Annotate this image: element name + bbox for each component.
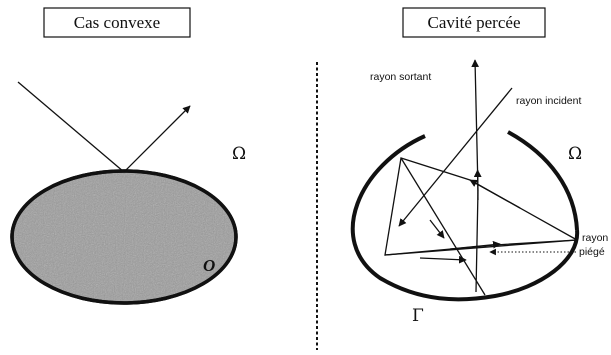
left-panel: Cas convexe O Ω [10,7,246,305]
obstacle-outline [10,169,238,305]
trapped-ray-arrow-c [449,240,501,250]
right-domain-label: Ω [568,144,582,164]
trapped-ray-arrow-b [429,219,445,239]
chord-2 [384,239,578,256]
chord-3 [419,255,467,264]
outgoing-ray-label: rayon sortant [370,71,431,83]
cavity-wall-left [350,134,580,302]
chord-1 [400,157,486,296]
left-title: Cas convexe [74,13,160,32]
right-title: Cavité percée [428,13,521,32]
right-panel: Cavité percée rayon sortant rayon incide… [350,7,608,326]
trapped-ray-arrow-a [469,179,521,209]
incoming-ray-label: rayon incident [516,95,581,107]
left-title-box [43,7,191,38]
boundary-label: Γ [412,306,424,326]
trapped-ray [384,157,578,256]
incoming-ray [17,81,125,173]
obstacle-texture [14,173,234,301]
cavity-wall-right [507,130,579,231]
trapped-ray-label-line1: rayon [582,232,608,244]
obstacle-label: O [203,256,215,275]
incident-ray [398,87,513,227]
left-domain-label: Ω [232,144,246,164]
trapped-ray-label-line2: piégé [579,246,605,258]
reflected-ray [123,105,191,173]
right-title-box [402,7,546,38]
